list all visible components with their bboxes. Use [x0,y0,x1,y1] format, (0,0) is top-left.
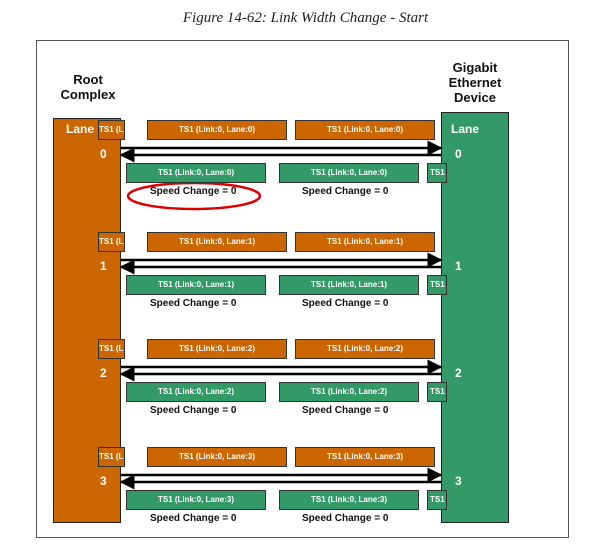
rx-ts1-packet: TS1 (Link:0, Lane:1) [126,275,266,295]
tx-ts1-packet: TS1 (Link:0, Lane:3) [98,447,125,467]
endpoint-lane-number: 2 [455,366,462,380]
root-complex-title-line2: Complex [60,87,116,102]
rx-ts1-packet: TS1 (Link:0, Lane:1) [279,275,419,295]
speed-change-label: Speed Change = 0 [150,298,237,309]
endpoint-lane-bar [441,112,509,523]
tx-ts1-packet: TS1 (Link:0, Lane:1) [295,232,435,252]
speed-change-label: Speed Change = 0 [302,405,389,416]
speed-change-highlight-ellipse [126,181,262,211]
tx-ts1-packet: TS1 (Link:0, Lane:0) [98,120,125,140]
rx-ts1-packet: TS1 (Link:0, Lane:2) [427,382,447,402]
endpoint-lane-number: 1 [455,259,462,273]
root-complex-lane-header: Lane [66,122,95,136]
figure-caption: Figure 14-62: Link Width Change - Start [182,10,429,26]
tx-ts1-packet: TS1 (Link:0, Lane:2) [98,339,125,359]
root-complex-title-line1: Root [73,72,103,87]
endpoint-title-line3: Device [454,90,496,105]
tx-ts1-packet: TS1 (Link:0, Lane:0) [147,120,287,140]
rx-ts1-packet: TS1 (Link:0, Lane:3) [427,490,447,510]
speed-change-label: Speed Change = 0 [302,186,389,197]
tx-ts1-packet: TS1 (Link:0, Lane:1) [98,232,125,252]
tx-ts1-packet: TS1 (Link:0, Lane:3) [147,447,287,467]
speed-change-label: Speed Change = 0 [150,405,237,416]
rx-ts1-packet: TS1 (Link:0, Lane:2) [279,382,419,402]
speed-change-label: Speed Change = 0 [302,298,389,309]
tx-ts1-packet: TS1 (Link:0, Lane:3) [295,447,435,467]
rx-ts1-packet: TS1 (Link:0, Lane:3) [126,490,266,510]
endpoint-lane-number: 3 [455,474,462,488]
rx-ts1-packet: TS1 (Link:0, Lane:3) [279,490,419,510]
endpoint-lane-number: 0 [455,147,462,161]
endpoint-title-line1: Gigabit [452,60,498,75]
rx-ts1-packet: TS1 (Link:0, Lane:0) [279,163,419,183]
speed-change-label: Speed Change = 0 [150,186,237,197]
root-complex-lane-number: 2 [100,366,107,380]
speed-change-label: Speed Change = 0 [302,513,389,524]
endpoint-title-line2: Ethernet [448,75,502,90]
endpoint-lane-header: Lane [451,122,480,136]
tx-ts1-packet: TS1 (Link:0, Lane:0) [295,120,435,140]
root-complex-title: Root Complex [46,72,130,102]
tx-ts1-packet: TS1 (Link:0, Lane:2) [147,339,287,359]
root-complex-lane-number: 0 [100,147,107,161]
rx-ts1-packet: TS1 (Link:0, Lane:1) [427,275,447,295]
rx-ts1-packet: TS1 (Link:0, Lane:0) [427,163,447,183]
tx-ts1-packet: TS1 (Link:0, Lane:1) [147,232,287,252]
diagram-frame [36,40,569,538]
root-complex-lane-number: 3 [100,474,107,488]
endpoint-title: Gigabit Ethernet Device [430,60,520,105]
rx-ts1-packet: TS1 (Link:0, Lane:0) [126,163,266,183]
speed-change-label: Speed Change = 0 [150,513,237,524]
rx-ts1-packet: TS1 (Link:0, Lane:2) [126,382,266,402]
root-complex-lane-number: 1 [100,259,107,273]
tx-ts1-packet: TS1 (Link:0, Lane:2) [295,339,435,359]
